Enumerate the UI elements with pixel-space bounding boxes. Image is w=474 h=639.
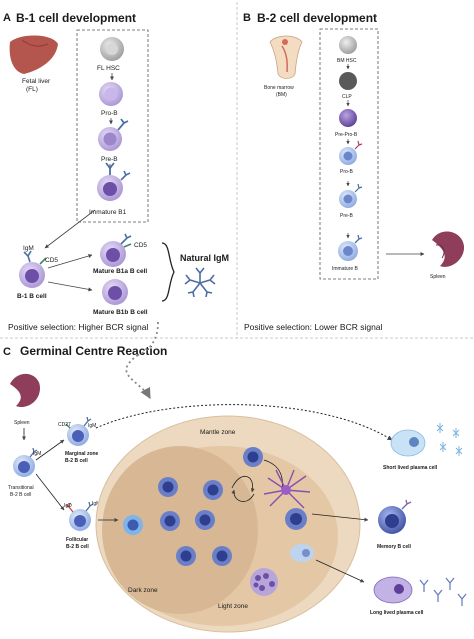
igm-label-transitional: IgM [33,451,41,457]
igm-label-marginal: IgM [88,423,96,429]
panel-c-title: Germinal Centre Reaction [20,344,167,358]
light-zone-label: Light zone [218,603,248,610]
igm-label: IgM [23,245,34,252]
bone-marrow-label: Bone marrow [264,85,294,91]
panel-a-selection: Positive selection: Higher BCR signal [8,322,148,332]
cycle-arrow-2 [231,489,255,502]
panel-a-letter: A [3,12,11,24]
transitional-label: Transitional [8,485,34,491]
clp-label: CLP [342,94,352,100]
bm-hsc-cell [339,36,357,54]
panel-b-selection: Positive selection: Lower BCR signal [244,322,383,332]
panel-a-title: B-1 cell development [16,11,136,25]
bm-hsc-label: BM HSC [337,58,357,64]
cycle-arrow [231,476,255,493]
spleen-icon [432,231,465,267]
spleen-label-c: Spleen [14,420,30,426]
cd5-label-b1a: CD5 [134,242,147,249]
cd27-label: CD27 [58,422,71,428]
transitional-cell [13,447,38,477]
arrow [35,439,65,461]
follicular-cell [65,501,94,531]
marginal-zone-cell [65,416,92,446]
igd-label: IgD [64,503,72,509]
panel-c: C Germinal Centre Reaction Spleen IgM Tr… [3,321,467,633]
arrow [47,254,93,269]
follicular-label-2: B-2 B cell [66,544,89,550]
natural-igm-label: Natural IgM [180,253,229,263]
transitional-label-2: B-2 B cell [10,492,31,498]
arrow-to-memory [311,513,369,522]
mantle-zone-label: Mantle zone [200,429,236,436]
b1-stages-box [76,29,149,223]
fl-hsc-cell [100,37,124,61]
b1-b-cell-label: B-1 B cell [17,293,47,300]
immature-b-label: Immature B [332,266,359,272]
bone-marrow-icon [269,35,303,79]
panel-b-title: B-2 cell development [257,11,377,25]
brace [161,242,175,302]
arrow [263,459,285,491]
b2-stages-box [319,28,379,280]
cd5-label: CD5 [45,257,58,264]
follicular-label: Follicular [66,537,88,543]
pre-pro-b-label: Pre-Pro-B [335,132,358,138]
secreted-antibodies-icon [436,423,463,456]
b2-pre-b-label: Pre-B [340,213,353,219]
memory-label: Memory B cell [377,544,412,550]
panel-b-letter: B [243,12,251,24]
arrow [35,473,65,511]
antibodies-icon [419,577,467,606]
mature-b1a-cell [100,233,132,267]
gc-plasmablast [290,544,314,562]
short-lived-plasma-cell [390,429,426,457]
b1-b-cell [19,250,47,288]
marginal-zone-label-2: B-2 B cell [65,458,88,464]
pro-b-label: Pro-B [101,110,118,117]
gc-centroblasts [123,447,307,566]
long-lived-label: Long lived plasma cell [370,610,424,616]
immature-b-cell [338,234,363,261]
clp-cell [339,72,357,90]
pre-b-label: Pre-B [101,156,118,163]
arrow [44,209,96,249]
fetal-liver-abbr: (FL) [26,86,38,93]
b2-pro-b-label: Pro-B [340,169,353,175]
mature-b1b-label: Mature B1b B cell [93,309,148,316]
pro-b-cell [99,82,123,106]
immature-b1-cell [97,162,131,201]
immature-b1-label: Immature B1 [89,209,127,216]
spleen-icon-c [10,373,40,408]
bone-marrow-abbr: (BM) [276,92,287,98]
memory-b-cell [378,499,412,534]
igm-label-follicular: IgM [92,501,100,507]
mature-b1b-cell [102,279,128,305]
fl-hsc-label: FL HSC [97,65,120,72]
b2-pro-b-cell [339,140,363,165]
tingible-body-macrophage-icon [250,568,278,596]
arrow [47,281,93,292]
mature-b1a-label: Mature B1a B cell [93,268,147,275]
panel-c-letter: C [3,346,11,358]
long-lived-plasma-cell [373,576,413,604]
b2-pre-b-cell [339,183,363,208]
dashed-arrow-to-plasma [95,404,393,441]
spleen-label: Spleen [430,274,446,280]
pre-pro-b-cell [339,109,357,127]
fetal-liver-icon [9,35,58,74]
fetal-liver-label: Fetal liver [22,78,51,85]
dotted-arrow-a-to-gc [125,354,151,399]
panel-b: B B-2 cell development Bone marrow (BM) … [243,11,465,332]
short-lived-label: Short lived plasma cell [383,465,438,471]
dark-zone-label: Dark zone [128,587,158,594]
panel-a: A B-1 cell development Fetal liver (FL) … [3,11,229,332]
natural-igm-icon [184,267,216,298]
arrow-to-long-lived [315,559,365,583]
follicular-dendritic-cell-icon [263,469,311,509]
pre-b-cell [98,118,129,151]
marginal-zone-label: Marginal zone [65,451,99,457]
